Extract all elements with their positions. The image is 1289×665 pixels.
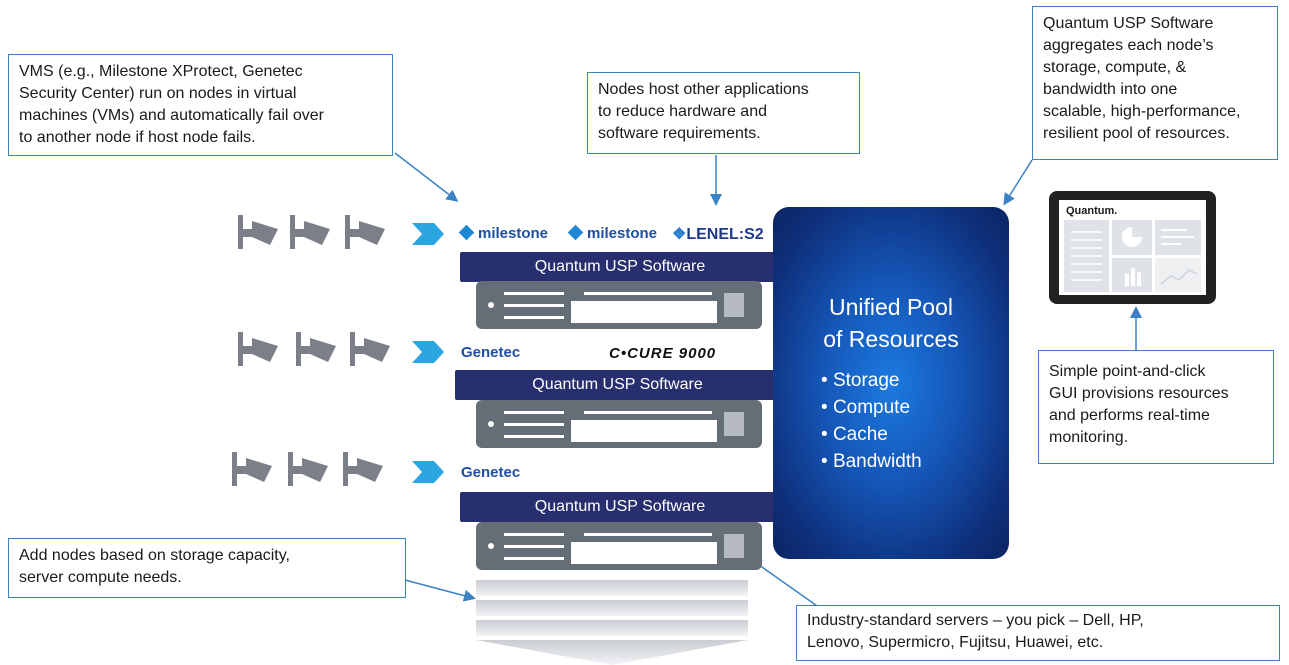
server-bay <box>571 420 717 442</box>
milestone-text: milestone <box>587 225 658 242</box>
server-bay <box>571 301 717 323</box>
callout-line: scalable, high-performance, <box>1043 103 1241 120</box>
pool-title-line: Unified Pool <box>828 294 954 320</box>
ccure-logo: C•CURE 9000 <box>609 345 717 362</box>
callout-line: Security Center) run on nodes in virtual <box>19 85 297 102</box>
camera-icon <box>238 332 278 366</box>
tablet-brand: Quantum. <box>1066 205 1118 217</box>
server-slot <box>504 411 564 414</box>
software-band: Quantum USP Software <box>460 252 780 282</box>
milestone-logo: milestone <box>567 224 658 242</box>
callout-line: machines (VMs) and automatically fail ov… <box>19 107 325 124</box>
genetec-logo: Genetec <box>461 344 521 361</box>
vms-callout: VMS (e.g., Milestone XProtect, Genetec S… <box>8 54 393 156</box>
callout-line: aggregates each node’s <box>1043 37 1214 54</box>
pool-item: Cache <box>821 421 922 448</box>
pool-item: Compute <box>821 394 922 421</box>
callout-line: storage, compute, & <box>1043 59 1187 76</box>
pool-item: Storage <box>821 367 922 394</box>
diamond-icon <box>458 224 475 241</box>
tablet-device: Quantum. <box>1049 191 1216 304</box>
server-node <box>476 281 762 329</box>
server-slot <box>504 557 564 560</box>
lenel-text: LENEL:S2 <box>686 226 764 243</box>
power-led <box>488 302 494 308</box>
server-slot <box>504 304 564 307</box>
camera-icon <box>296 332 336 366</box>
camera-icon <box>290 215 330 249</box>
diamond-icon <box>567 224 584 241</box>
callout-line: to another node if host node fails. <box>19 129 256 146</box>
server-slot <box>504 545 564 548</box>
chevron-right-icon <box>412 223 444 245</box>
server-slot <box>504 533 564 536</box>
callout-line: bandwidth into one <box>1043 81 1178 98</box>
callout-line: Simple point-and-click <box>1049 363 1206 380</box>
lenel-mark-icon: ❖ <box>672 226 687 243</box>
server-node <box>476 522 762 570</box>
servers-connector <box>749 558 821 609</box>
callout-line: to reduce hardware and <box>598 103 767 120</box>
callout-line: Lenovo, Supermicro, Fujitsu, Huawei, etc… <box>807 634 1104 651</box>
power-led <box>488 421 494 427</box>
callout-line: Add nodes based on storage capacity, <box>19 547 290 564</box>
milestone-logo: milestone <box>458 224 549 242</box>
server-drive <box>724 412 744 436</box>
camera-icon <box>350 332 390 366</box>
server-slot <box>504 292 564 295</box>
callout-line: GUI provisions resources <box>1049 385 1229 402</box>
gui-callout: Simple point-and-click GUI provisions re… <box>1038 350 1274 464</box>
power-led <box>488 543 494 549</box>
aggregates-connector <box>1003 159 1033 206</box>
server-slot <box>504 423 564 426</box>
callout-line: VMS (e.g., Milestone XProtect, Genetec <box>19 63 303 80</box>
server-slot <box>504 316 564 319</box>
callout-line: server compute needs. <box>19 569 182 586</box>
camera-icon <box>345 215 385 249</box>
server-drive <box>724 534 744 558</box>
lenel-logo: ❖LENEL:S2 <box>672 224 764 244</box>
camera-icon <box>288 452 328 486</box>
genetec-logo: Genetec <box>461 464 521 481</box>
unified-pool-panel: Unified Pool of Resources Storage Comput… <box>773 207 1009 559</box>
server-slot <box>584 533 712 536</box>
pool-item: Bandwidth <box>821 448 922 475</box>
add-nodes-callout: Add nodes based on storage capacity, ser… <box>8 538 406 598</box>
server-slot <box>584 292 712 295</box>
pool-resource-list: Storage Compute Cache Bandwidth <box>821 367 922 475</box>
server-drive <box>724 293 744 317</box>
callout-line: and performs real-time <box>1049 407 1210 424</box>
server-bay <box>571 542 717 564</box>
software-band: Quantum USP Software <box>455 370 780 400</box>
callout-line: monitoring. <box>1049 429 1129 446</box>
scaling-chevron-icon <box>476 580 748 665</box>
camera-icon <box>232 452 272 486</box>
callout-line: Quantum USP Software <box>1043 15 1214 32</box>
camera-icon <box>238 215 278 249</box>
nodes-host-callout: Nodes host other applications to reduce … <box>587 72 860 154</box>
server-slot <box>504 435 564 438</box>
vms-connector <box>394 152 459 202</box>
camera-icons <box>232 215 444 486</box>
tablet-screen: Quantum. <box>1059 200 1206 295</box>
callout-line: software requirements. <box>598 125 761 142</box>
milestone-text: milestone <box>478 225 549 242</box>
server-slot <box>584 411 712 414</box>
chevron-right-icon <box>412 341 444 363</box>
callout-line: Nodes host other applications <box>598 81 809 98</box>
aggregates-callout: Quantum USP Software aggregates each nod… <box>1032 6 1278 160</box>
add-nodes-connector <box>404 579 476 602</box>
chevron-right-icon <box>412 461 444 483</box>
callout-line: Industry-standard servers – you pick – D… <box>807 612 1144 629</box>
server-node <box>476 400 762 448</box>
servers-callout: Industry-standard servers – you pick – D… <box>796 605 1280 661</box>
callout-line: resilient pool of resources. <box>1043 125 1230 142</box>
camera-icon <box>343 452 383 486</box>
pool-title-line: of Resources <box>823 326 959 352</box>
software-band: Quantum USP Software <box>460 492 780 522</box>
dashboard-thumbnail-icon <box>1064 220 1201 292</box>
